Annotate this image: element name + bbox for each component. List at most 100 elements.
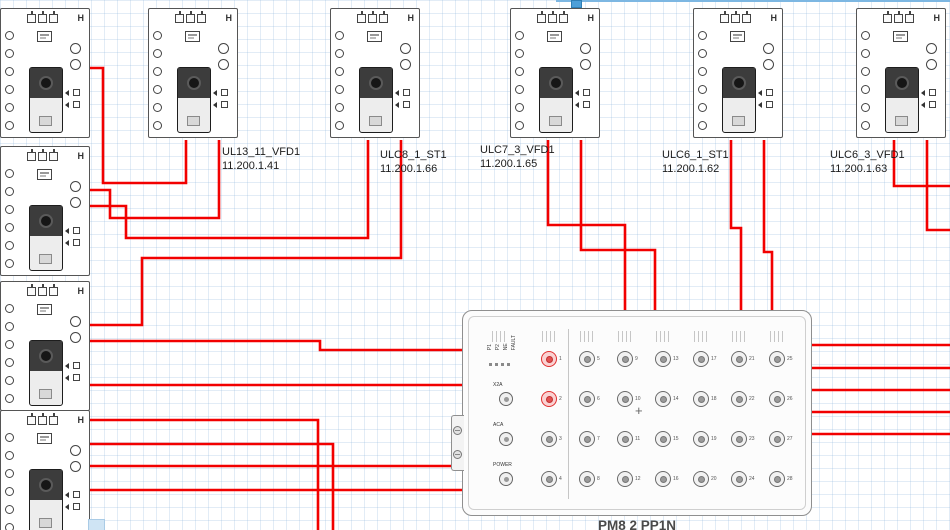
dip-pad-icon bbox=[73, 89, 80, 96]
center-cross-mark: + bbox=[635, 403, 643, 418]
wire[interactable] bbox=[729, 140, 743, 310]
side-port-connector[interactable] bbox=[499, 392, 513, 406]
terminal-circle-icon bbox=[515, 67, 524, 76]
drive-unit-icon bbox=[359, 67, 393, 133]
side-port-connector[interactable] bbox=[499, 432, 513, 446]
h-marker: H bbox=[933, 13, 941, 23]
fan-icon bbox=[39, 478, 53, 492]
m12-port[interactable] bbox=[769, 471, 785, 487]
vfd-device-symbol[interactable]: H bbox=[148, 8, 238, 138]
dip-pad-icon bbox=[73, 101, 80, 108]
terminal-circle-icon bbox=[5, 487, 14, 496]
vfd-device-symbol[interactable]: H bbox=[0, 146, 90, 276]
wire[interactable] bbox=[925, 140, 950, 232]
m12-port[interactable] bbox=[731, 351, 747, 367]
m12-port[interactable] bbox=[579, 471, 595, 487]
wire[interactable] bbox=[90, 66, 188, 185]
m12-port[interactable] bbox=[579, 431, 595, 447]
m12-port[interactable] bbox=[769, 391, 785, 407]
m12-port[interactable] bbox=[769, 431, 785, 447]
vfd-device-symbol[interactable]: H bbox=[0, 410, 90, 530]
m12-port[interactable] bbox=[617, 431, 633, 447]
vfd-device-symbol[interactable]: H bbox=[693, 8, 783, 138]
selection-handle-bottom[interactable] bbox=[88, 519, 105, 530]
m12-port[interactable] bbox=[541, 471, 557, 487]
side-port-connector[interactable] bbox=[499, 472, 513, 486]
terminal-circle-icon bbox=[5, 187, 14, 196]
terminal-circle-icon bbox=[698, 85, 707, 94]
terminal-circle-icon bbox=[335, 67, 344, 76]
m12-port[interactable] bbox=[655, 391, 671, 407]
wire[interactable] bbox=[546, 140, 627, 310]
m12-port[interactable] bbox=[617, 391, 633, 407]
terminal-circle-icon bbox=[515, 121, 524, 130]
display-module-icon bbox=[37, 304, 52, 315]
pointer-mark-icon bbox=[65, 492, 69, 498]
m12-port[interactable] bbox=[693, 351, 709, 367]
m12-port[interactable] bbox=[617, 471, 633, 487]
vfd-device-symbol[interactable]: H bbox=[510, 8, 600, 138]
side-port-circle-icon bbox=[763, 43, 774, 54]
vfd-device-symbol[interactable]: H bbox=[856, 8, 946, 138]
port-number: 8 bbox=[597, 476, 600, 482]
port-number: 2 bbox=[559, 396, 562, 402]
vfd-device-symbol[interactable]: H bbox=[0, 281, 90, 411]
m12-port[interactable] bbox=[655, 431, 671, 447]
m12-port[interactable] bbox=[769, 351, 785, 367]
vfd-device-symbol[interactable]: H bbox=[0, 8, 90, 138]
port-group-divider bbox=[568, 329, 569, 499]
dip-pad-icon bbox=[73, 362, 80, 369]
pointer-mark-icon bbox=[758, 102, 762, 108]
wire[interactable] bbox=[90, 140, 370, 240]
side-port-label: X2A bbox=[493, 382, 503, 388]
m12-port[interactable] bbox=[579, 391, 595, 407]
m12-port[interactable] bbox=[541, 351, 557, 367]
wire[interactable] bbox=[90, 442, 335, 530]
selection-line[interactable] bbox=[556, 0, 950, 2]
m12-port[interactable] bbox=[655, 351, 671, 367]
fan-icon bbox=[732, 76, 746, 90]
wire[interactable] bbox=[892, 140, 950, 188]
port-number: 4 bbox=[559, 476, 562, 482]
terminal-circle-icon bbox=[5, 31, 14, 40]
vfd-device-symbol[interactable]: H bbox=[330, 8, 420, 138]
m12-port[interactable] bbox=[655, 471, 671, 487]
m12-port[interactable] bbox=[693, 431, 709, 447]
port-number: 23 bbox=[749, 436, 755, 442]
wire[interactable] bbox=[90, 140, 403, 327]
terminal-circle-icon bbox=[861, 31, 870, 40]
m12-port[interactable] bbox=[693, 391, 709, 407]
m12-port[interactable] bbox=[731, 471, 747, 487]
m12-port[interactable] bbox=[731, 431, 747, 447]
led-dot-icon bbox=[489, 363, 492, 366]
m12-port[interactable] bbox=[579, 351, 595, 367]
device-ip: 11.200.1.65 bbox=[480, 157, 538, 170]
selection-handle[interactable] bbox=[571, 0, 582, 8]
wire[interactable] bbox=[90, 339, 462, 352]
m12-port[interactable] bbox=[731, 391, 747, 407]
terminal-circle-icon bbox=[698, 67, 707, 76]
wire[interactable] bbox=[762, 140, 774, 310]
led-dot-icon bbox=[495, 363, 498, 366]
h-marker: H bbox=[77, 286, 85, 296]
wire[interactable] bbox=[579, 140, 657, 310]
switch-caption[interactable]: PM8 2 PP1N bbox=[597, 518, 677, 530]
m12-port[interactable] bbox=[693, 471, 709, 487]
dip-pad-icon bbox=[221, 89, 228, 96]
drive-unit-icon bbox=[885, 67, 919, 133]
m12-port[interactable] bbox=[541, 391, 557, 407]
drive-unit-icon bbox=[722, 67, 756, 133]
wire[interactable] bbox=[90, 140, 221, 220]
side-port-circle-icon bbox=[70, 197, 81, 208]
m12-port[interactable] bbox=[541, 431, 557, 447]
wire[interactable] bbox=[90, 418, 320, 530]
m12-port[interactable] bbox=[617, 351, 633, 367]
port-number: 21 bbox=[749, 356, 755, 362]
